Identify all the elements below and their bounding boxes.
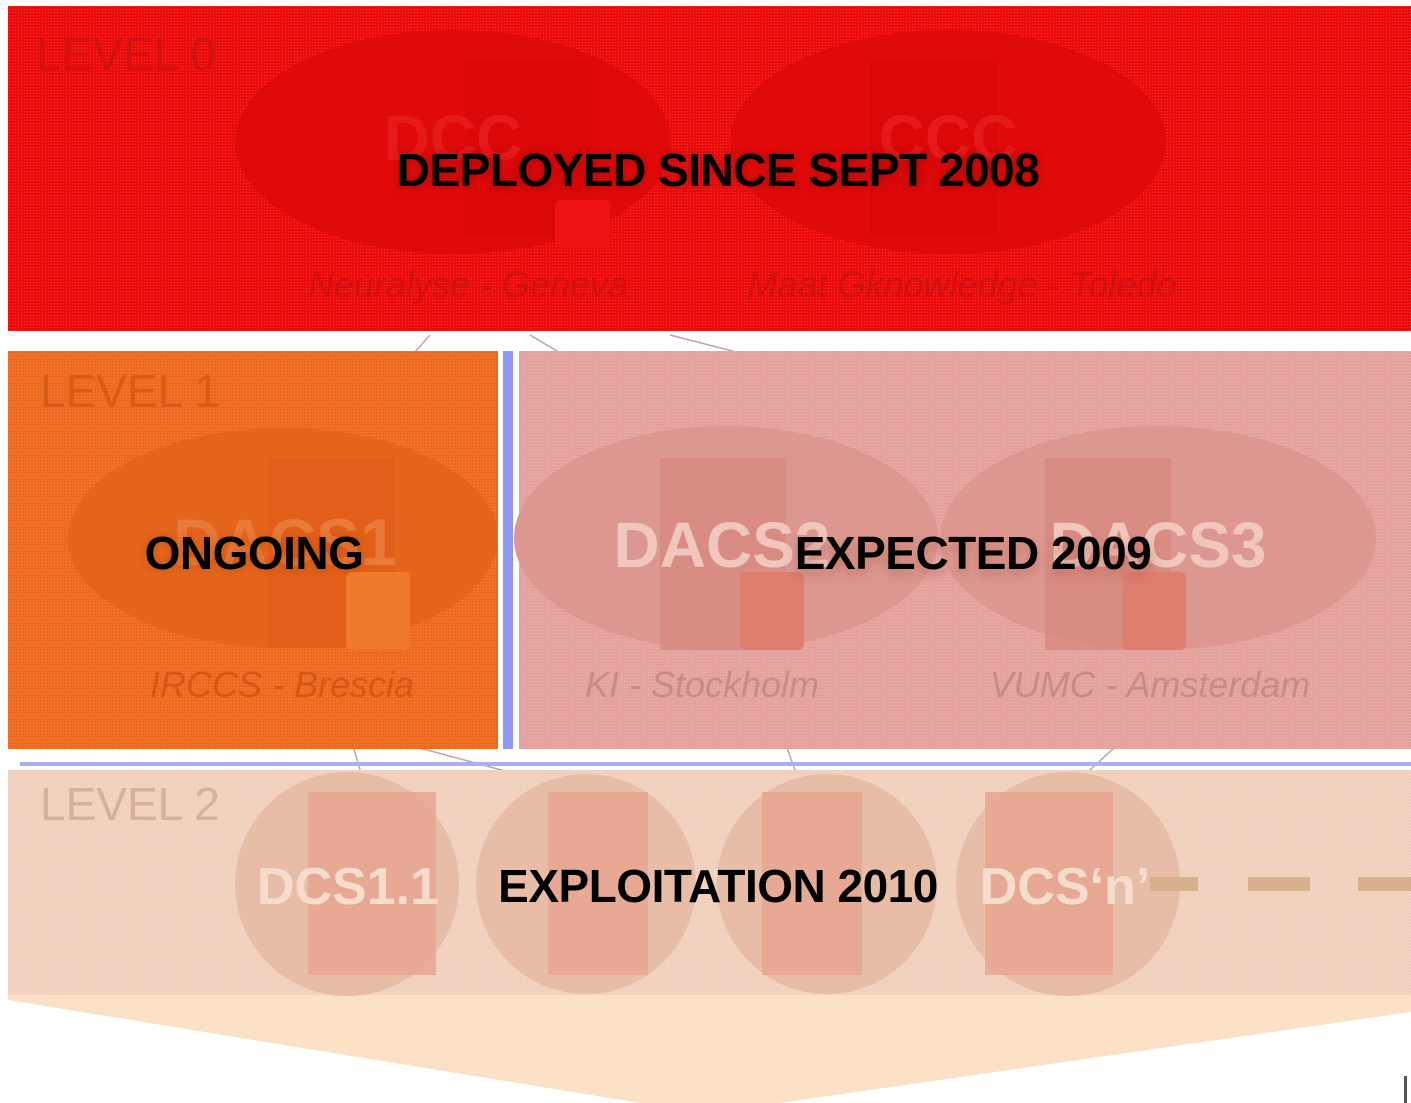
dacs1-node-label: DACS1: [173, 505, 397, 579]
dacs2-node-label: DACS2: [614, 509, 831, 581]
level-2-continuation-dashes: [1150, 877, 1411, 891]
level-2-label: LEVEL 2: [40, 778, 220, 830]
dacs2-site-label: KI - Stockholm: [585, 664, 819, 705]
level-2-nodes: [235, 772, 1180, 996]
ccc-node-label: CCC: [879, 102, 1018, 174]
dcc-node-label: DCC: [384, 102, 523, 174]
dacs3-site-label: VUMC - Amsterdam: [990, 664, 1311, 705]
dcs1-node-label: DCS1.1: [257, 858, 439, 916]
level-0-status: DEPLOYED SINCE SEPT 2008: [396, 144, 1040, 196]
level-1-divider: [503, 351, 513, 749]
dacs3-node-label: DACS3: [1050, 509, 1267, 581]
level-1-expected-status: EXPECTED 2009: [794, 527, 1152, 579]
downward-arrow: [8, 995, 1411, 1103]
level-1-label: LEVEL 1: [40, 365, 220, 417]
dacs1-site-label: IRCCS - Brescia: [150, 664, 414, 705]
ccc-site-label: Maat Gknowledge - Toledo: [748, 264, 1177, 305]
dcsn-node-label: DCS‘n’: [980, 858, 1150, 916]
level-2-top-line: [20, 762, 1411, 766]
level-1-ongoing-status: ONGOING: [144, 527, 364, 579]
corner-mark: [1404, 1076, 1407, 1103]
level-2-status: EXPLOITATION 2010: [498, 860, 938, 912]
level-0-label: LEVEL 0: [36, 28, 216, 80]
dcc-site-label: Neuralyse - Geneva: [308, 264, 628, 305]
